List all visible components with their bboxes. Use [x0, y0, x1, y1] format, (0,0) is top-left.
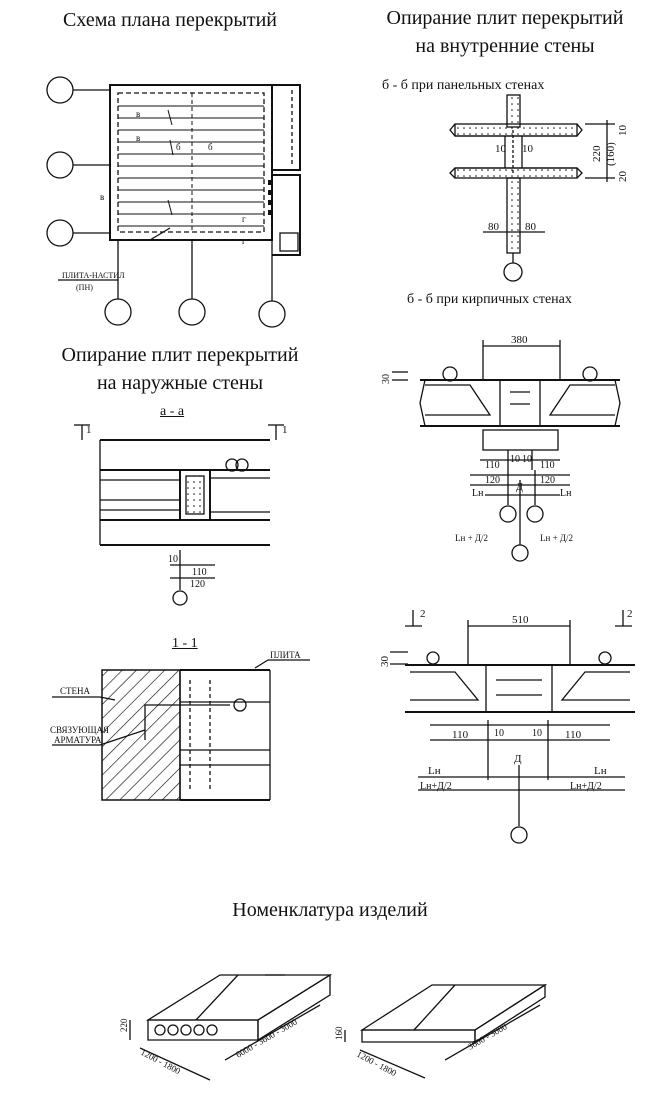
- dim-d: Д: [514, 753, 522, 765]
- dim-10: 10: [522, 143, 534, 155]
- dim-ln: Lн: [428, 765, 441, 777]
- section-mark: 1: [86, 424, 92, 436]
- outer-walls-title-line1: Опирание плит перекрытий: [61, 344, 299, 366]
- section-aa-label: а - а: [160, 404, 185, 419]
- inner-walls-title-line2: на внутренние стены: [415, 35, 595, 57]
- axis-marker: [511, 544, 529, 562]
- outer-wall-aa-dims: 1 1 10 110 120: [86, 424, 288, 590]
- brick-wall-detail-1: [392, 340, 621, 562]
- dim-10: 10: [168, 554, 178, 565]
- plan-mark: б: [176, 142, 181, 152]
- plan-mark: в: [100, 192, 104, 202]
- dim-6000-3600-3000: 6000 - 3600 - 3000: [234, 1016, 299, 1059]
- plan-mark: г: [242, 214, 246, 224]
- dim-1200-1800: 1200 - 1800: [139, 1047, 183, 1076]
- panel-wall-dims: 10 10 220 (160) 10 20 80 80: [488, 125, 629, 234]
- brick-wall-1-dims: 380 30 110 110 10 10 120 120 Lн Lн Д Lн …: [381, 334, 573, 543]
- solid-slab: [344, 983, 548, 1079]
- dim-ln: Lн: [594, 765, 607, 777]
- section-bb-brick-label: б - б при кирпичных стенах: [407, 292, 572, 307]
- dim-380: 380: [511, 334, 528, 346]
- section-mark: 2: [627, 608, 633, 620]
- plan-title: Схема плана перекрытий: [62, 9, 277, 31]
- dim-10: 10: [494, 728, 504, 739]
- dim-510: 510: [512, 614, 529, 626]
- dim-10: 10: [522, 454, 532, 465]
- axis-marker: [46, 219, 74, 247]
- dim-110: 110: [485, 460, 500, 471]
- dim-160: 160: [334, 1026, 344, 1040]
- dim-10: 10: [510, 454, 520, 465]
- inner-walls-title-line1: Опирание плит перекрытий: [386, 7, 624, 29]
- section-1-1-detail: [52, 659, 310, 801]
- axis-marker: [46, 151, 74, 179]
- dim-30: 30: [381, 374, 392, 384]
- hollow-core-slab: [129, 973, 333, 1081]
- plan-mark: б: [208, 142, 213, 152]
- axis-marker: [503, 262, 523, 282]
- section-bb-panel-label: б - б при панельных стенах: [382, 78, 545, 93]
- dim-d: Д: [516, 482, 523, 493]
- axis-marker: [510, 826, 528, 844]
- dim-30: 30: [379, 656, 391, 668]
- dim-10-top: 10: [617, 125, 629, 137]
- dim-80: 80: [488, 221, 500, 233]
- brick-wall-detail-2: [390, 610, 635, 844]
- axis-marker: [172, 590, 188, 606]
- rebar-label-2: АРМАТУРА: [54, 735, 102, 745]
- dim-80: 80: [525, 221, 537, 233]
- wall-label: СТЕНА: [60, 686, 90, 696]
- dim-ln: Lн: [472, 488, 484, 499]
- dim-10: 10: [532, 728, 542, 739]
- dim-ln-d2: Lн+Д/2: [420, 781, 452, 792]
- section-mark: 2: [420, 608, 426, 620]
- panel-wall-detail: [449, 94, 615, 282]
- dim-110: 110: [192, 567, 207, 578]
- dim-120: 120: [485, 475, 500, 486]
- axis-marker: [258, 300, 286, 328]
- plan-marks: в в в б б г г ПЛИТА-НАСТИЛ (ПН): [62, 109, 246, 292]
- dim-ln-d2: Lн + Д/2: [540, 533, 573, 543]
- plan-slab-label-1: ПЛИТА-НАСТИЛ: [62, 271, 125, 280]
- dim-20: 20: [617, 171, 629, 183]
- dim-220: 220: [591, 145, 603, 162]
- dim-10: 10: [495, 143, 507, 155]
- dim-ln: Lн: [560, 488, 572, 499]
- plan-mark: в: [136, 109, 140, 119]
- plan-mark: г: [242, 236, 246, 246]
- axis-marker: [104, 298, 132, 326]
- rebar-label-1: СВЯЗУЮЩАЯ: [50, 725, 109, 735]
- dim-110: 110: [452, 729, 469, 741]
- section-1-1-label: 1 - 1: [172, 636, 198, 651]
- plan-mark: в: [136, 133, 140, 143]
- nomenclature-title: Номенклатура изделий: [232, 899, 428, 921]
- axis-marker: [46, 76, 74, 104]
- axis-marker: [526, 505, 544, 523]
- dim-120: 120: [540, 475, 555, 486]
- axis-marker: [499, 505, 517, 523]
- brick-wall-2-dims: 2 2 510 30 110 110 10 10 Lн Lн Д Lн+Д/2 …: [379, 608, 633, 792]
- dim-220: 220: [119, 1018, 129, 1032]
- plan-slab-label-2: (ПН): [76, 283, 93, 292]
- dim-110: 110: [540, 460, 555, 471]
- dim-120: 120: [190, 579, 205, 590]
- dim-160: (160): [605, 142, 617, 166]
- section-1-1-labels: ПЛИТА СТЕНА СВЯЗУЮЩАЯ АРМАТУРА: [50, 650, 301, 745]
- outer-walls-title-line2: на наружные стены: [96, 372, 264, 394]
- plate-label: ПЛИТА: [270, 650, 301, 660]
- plan-scheme: [46, 76, 301, 328]
- axis-marker: [178, 298, 206, 326]
- dim-ln-d2: Lн+Д/2: [570, 781, 602, 792]
- outer-wall-aa-detail: [74, 424, 284, 606]
- section-mark: 1: [282, 424, 288, 436]
- dim-3600-3000: 3600 - 3000: [466, 1021, 509, 1052]
- dim-ln-d2: Lн + Д/2: [455, 533, 488, 543]
- dim-110: 110: [565, 729, 582, 741]
